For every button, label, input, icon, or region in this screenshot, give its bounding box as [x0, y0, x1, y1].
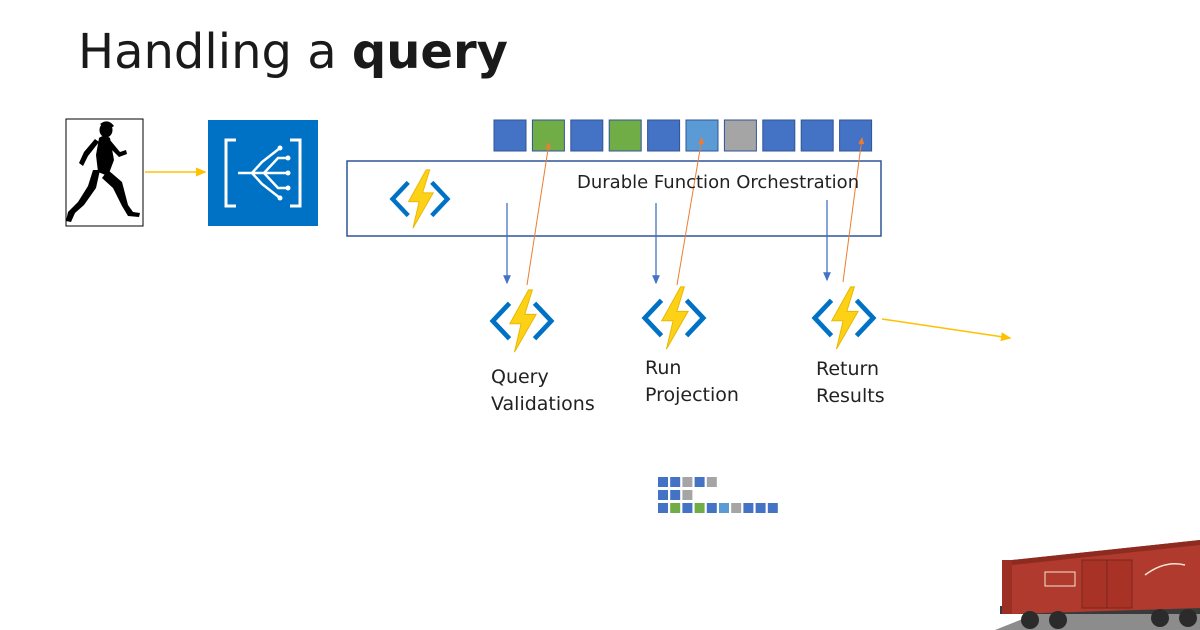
- results-function-icon: [815, 287, 873, 349]
- projection-function-icon: [645, 287, 703, 349]
- orchestration-label: Durable Function Orchestration: [577, 172, 860, 193]
- mini-event-block: [694, 503, 705, 513]
- title-prefix: Handling a: [78, 24, 352, 80]
- mini-event-block: [682, 503, 693, 513]
- mini-event-block: [658, 503, 668, 513]
- mini-event-block: [719, 503, 729, 513]
- event-block: [647, 119, 681, 152]
- validate-function-icon: [493, 290, 551, 352]
- mini-event-block: [658, 490, 668, 500]
- title-bold: query: [351, 24, 508, 80]
- event-block: [570, 119, 604, 152]
- mini-event-block: [670, 503, 681, 513]
- event-block: [839, 119, 873, 152]
- event-block: [800, 119, 834, 152]
- mini-event-block: [670, 477, 681, 487]
- runner-icon: [65, 118, 144, 227]
- train-boxcar-icon: [995, 540, 1200, 630]
- mini-event-block: [706, 503, 717, 513]
- orchestration-box: [346, 160, 882, 237]
- function-label-line1: Query: [491, 366, 549, 388]
- results-out-arrow: [881, 318, 1012, 342]
- projection-read-arrow: [676, 137, 704, 286]
- mini-event-block: [670, 490, 681, 500]
- mini-event-block: [755, 503, 766, 513]
- event-block: [493, 119, 527, 152]
- mini-event-block: [682, 490, 693, 500]
- event-stream: [493, 119, 873, 152]
- mini-event-stream: [658, 477, 778, 513]
- event-hub-icon: [208, 120, 318, 226]
- function-label-line1: Return: [816, 358, 880, 380]
- function-label-line2: Projection: [645, 384, 739, 406]
- event-block: [608, 119, 642, 152]
- event-block: [762, 119, 796, 152]
- function-label-line1: Run: [645, 357, 682, 379]
- validate-read-arrow: [526, 142, 552, 286]
- function-label-line2: Validations: [491, 393, 595, 415]
- mini-event-block: [694, 477, 705, 487]
- mini-event-block: [682, 477, 693, 487]
- mini-event-block: [706, 477, 717, 487]
- mini-event-block: [731, 503, 742, 513]
- mini-event-block: [767, 503, 778, 513]
- mini-event-block: [658, 477, 668, 487]
- results-read-arrow: [842, 137, 865, 283]
- event-block: [723, 119, 757, 152]
- page-title: Handling a query: [78, 24, 508, 80]
- function-label-projection: Run Projection: [645, 355, 739, 409]
- mini-event-block: [743, 503, 754, 513]
- function-label-line2: Results: [816, 385, 885, 407]
- event-block: [685, 119, 719, 152]
- function-label-validations: Query Validations: [491, 364, 595, 418]
- function-label-results: Return Results: [816, 356, 885, 410]
